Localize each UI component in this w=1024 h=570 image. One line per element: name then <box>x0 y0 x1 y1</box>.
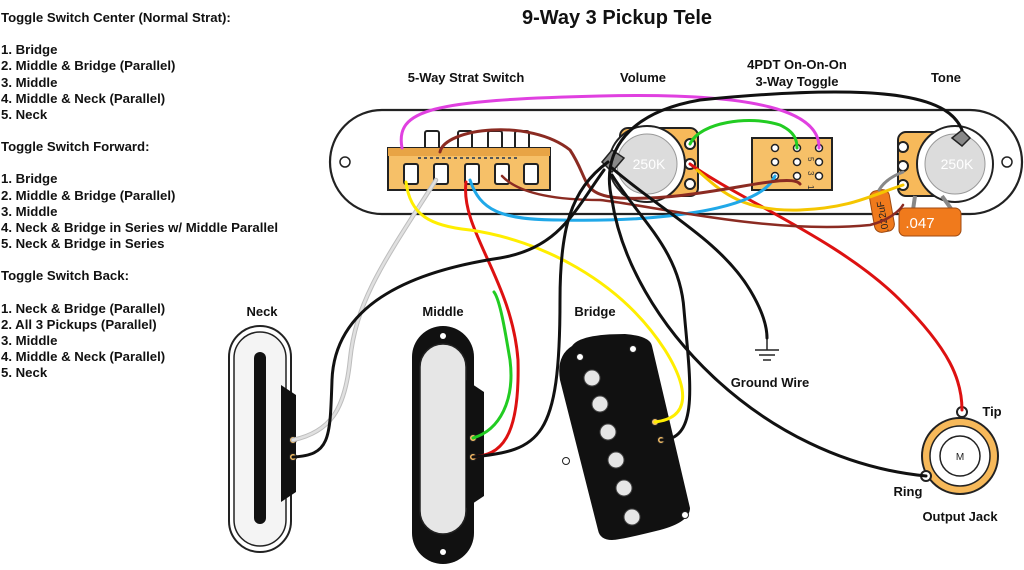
label-middle: Middle <box>422 304 463 319</box>
plate-screw-hole <box>339 156 351 168</box>
wire-magenta <box>399 94 821 150</box>
legend-item: 5. Neck <box>1 107 48 123</box>
tone-pot: 250K <box>897 125 994 203</box>
bridge-pickup <box>559 334 690 540</box>
plate-screw-hole <box>1001 156 1013 168</box>
toggle-lug-label: 1 <box>806 185 815 190</box>
volume-pot: 250K <box>600 125 699 203</box>
legend-item: 5. Neck & Bridge in Series <box>1 236 165 252</box>
output-jack: M <box>920 406 999 495</box>
cap-small-value: .022uF <box>875 200 891 233</box>
label-volume: Volume <box>620 70 666 85</box>
label-toggle-line2: 3-Way Toggle <box>755 74 838 89</box>
middle-pickup <box>412 326 484 564</box>
jack-center-label: M <box>956 452 964 463</box>
wire-blue <box>468 174 777 222</box>
legend-heading-forward: Toggle Switch Forward: <box>1 139 150 155</box>
legend-heading-center: Toggle Switch Center (Normal Strat): <box>1 10 231 25</box>
diagram-title: 9-Way 3 Pickup Tele <box>522 7 712 29</box>
wire-black-neck <box>291 168 606 459</box>
wire-brown-2 <box>500 174 905 229</box>
wire-black-jack <box>607 90 964 478</box>
legend-item: 3. Middle <box>1 203 58 219</box>
legend-item: 4. Middle & Neck (Parallel) <box>1 349 166 365</box>
wire-green <box>471 290 513 440</box>
legend-item: 2. Middle & Bridge (Parallel) <box>1 187 176 203</box>
legend-item: 5. Neck <box>1 365 48 381</box>
legend-item: 3. Middle <box>1 333 58 349</box>
wire-black-bridge <box>610 173 692 442</box>
legend-heading-back: Toggle Switch Back: <box>1 268 129 284</box>
label-toggle-line1: 4PDT On-On-On <box>747 57 847 72</box>
volume-pot-value: 250K <box>633 156 666 172</box>
legend-item: 4. Neck & Bridge in Series w/ Middle Par… <box>1 220 279 236</box>
wire-red-middle <box>464 180 520 459</box>
label-tone: Tone <box>931 70 961 85</box>
label-output-jack: Output Jack <box>922 509 998 524</box>
pot-lug <box>684 178 696 190</box>
label-bridge: Bridge <box>574 304 615 319</box>
wire-red-tip <box>688 162 964 412</box>
cap-large-value: .047 <box>905 215 934 232</box>
wire-yellow-bridge <box>404 180 685 424</box>
wire-black-ground <box>610 166 769 340</box>
legend-item: 1. Bridge <box>1 171 58 187</box>
capacitor-022: .022uF <box>869 189 895 233</box>
pot-lug <box>897 160 909 172</box>
legend-item: 1. Bridge <box>1 42 58 58</box>
label-tip: Tip <box>982 404 1001 419</box>
label-ring: Ring <box>894 484 923 499</box>
tone-pot-value: 250K <box>941 156 974 172</box>
pot-lug <box>897 141 909 153</box>
legend-item: 2. All 3 Pickups (Parallel) <box>1 316 157 332</box>
label-strat-switch: 5-Way Strat Switch <box>408 70 525 85</box>
label-neck: Neck <box>246 304 278 319</box>
wire-yellow-tone <box>695 168 905 212</box>
legend-item: 2. Middle & Bridge (Parallel) <box>1 58 176 74</box>
wire-black-middle <box>471 160 610 459</box>
legend-item: 3. Middle <box>1 74 58 90</box>
legend-item: 1. Neck & Bridge (Parallel) <box>1 300 166 316</box>
wire-green-top <box>688 119 799 150</box>
legend-center: Toggle Switch Center (Normal Strat): 1. … <box>1 10 278 123</box>
wire-brown <box>438 128 802 200</box>
legend-back: Toggle Switch Back: 1. Neck & Bridge (Pa… <box>1 268 278 381</box>
legend-forward: Toggle Switch Forward: 1. Bridge 2. Midd… <box>1 139 278 252</box>
toggle-lug-label: 5 <box>806 157 815 162</box>
wires <box>290 90 964 478</box>
switch-position-legend: Toggle Switch Center (Normal Strat): 1. … <box>1 10 278 398</box>
legend-item: 4. Middle & Neck (Parallel) <box>1 90 166 106</box>
five-way-switch <box>387 130 551 191</box>
capacitor-047: .047 <box>898 194 962 237</box>
ground-symbol <box>755 338 779 361</box>
neck-pickup <box>228 325 297 553</box>
label-ground-wire: Ground Wire <box>731 375 810 390</box>
toggle-lug-label: 3 <box>806 171 815 176</box>
